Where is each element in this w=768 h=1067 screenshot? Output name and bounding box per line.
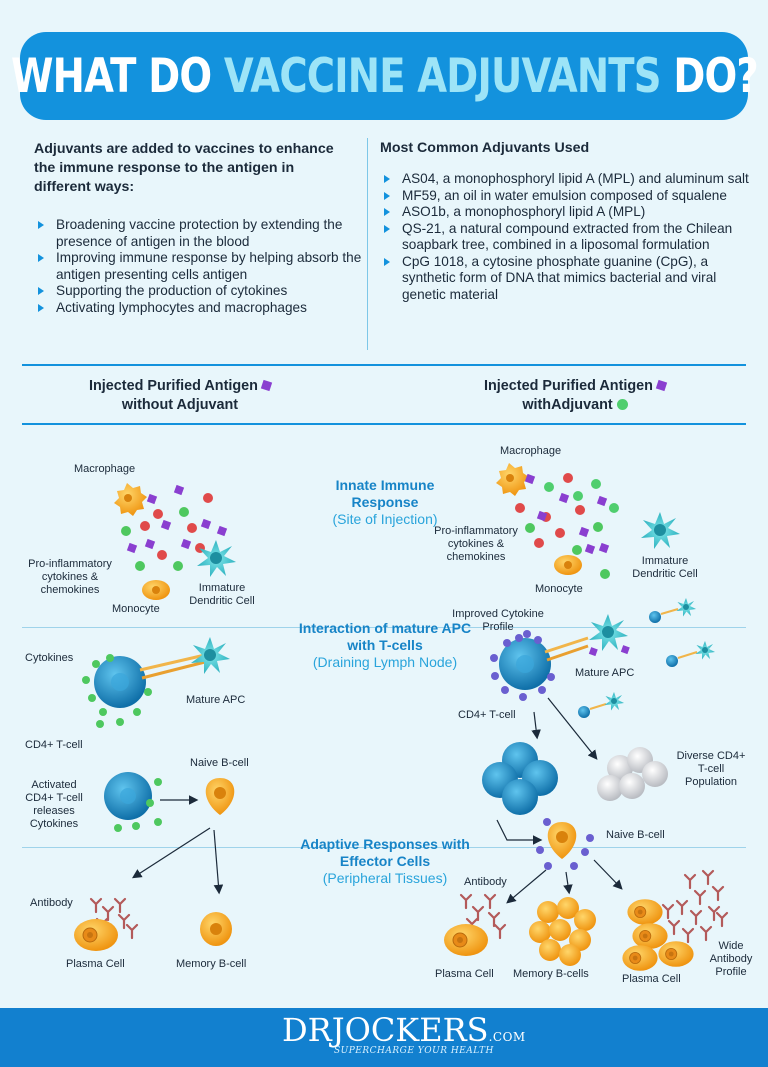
memory-b-cells-icon	[529, 897, 596, 966]
section-divider	[22, 847, 746, 848]
wide-antibody-icons	[661, 869, 729, 944]
label-naive-b: Naive B-cell	[190, 757, 249, 769]
section-divider	[22, 627, 746, 628]
label-plasma: Plasma Cell	[66, 958, 125, 970]
activated-cd4-icon	[104, 772, 152, 820]
list-item: Activating lymphocytes and macrophages	[34, 300, 364, 317]
label-plasma: Plasma Cell	[435, 968, 494, 980]
antigen-marks	[524, 473, 610, 555]
label-macrophage: Macrophage	[74, 463, 136, 475]
page-title: WHAT DO VACCINE ADJUVANTS DO?	[11, 53, 759, 100]
list-item: Improving immune response by helping abs…	[34, 250, 364, 283]
bullet-icon	[38, 303, 44, 312]
list-item: Supporting the production of cytokines	[34, 283, 364, 300]
adjuvants-list: AS04, a monophosphoryl lipid A (MPL) and…	[380, 171, 750, 303]
macrophage-icon	[496, 463, 529, 496]
cytokine-dots	[82, 654, 152, 728]
label-cytokines-chemokines: Pro-inflammatory cytokines & chemokines	[434, 525, 518, 563]
naive-b-cell-icon	[205, 778, 235, 815]
benefits-list: Broadening vaccine protection by extendi…	[34, 217, 364, 316]
title-banner: WHAT DO VACCINE ADJUVANTS DO?	[11, 32, 758, 120]
monocyte-icon	[142, 580, 170, 600]
label-diverse-cd4: Diverse CD4+ T-cell Population	[676, 750, 746, 788]
brand-logo[interactable]: DRJOCKERS.COM	[282, 1011, 526, 1049]
cytokine-dots	[114, 778, 162, 832]
antigen-marks	[126, 484, 228, 554]
label-cd4: CD4+ T-cell	[458, 709, 516, 721]
column-head-with: Injected Purified Antigen withAdjuvant	[440, 377, 710, 415]
bullet-icon	[38, 287, 44, 295]
bullet-icon	[384, 224, 390, 233]
dendritic-cell-icon	[641, 512, 680, 549]
label-antibody: Antibody	[30, 897, 73, 909]
intro-heading: Adjuvants are added to vaccines to enhan…	[34, 141, 334, 195]
label-cytokines: Cytokines	[25, 652, 74, 664]
list-item: QS-21, a natural compound extracted from…	[380, 221, 750, 254]
plasma-cell-icon	[443, 923, 489, 957]
column-head-without: Injected Purified Antigen without Adjuva…	[40, 377, 320, 415]
label-activated-cd4: Activated CD4+ T-cell releases Cytokines	[25, 779, 83, 830]
adjuvant-marks	[544, 479, 619, 513]
plasma-cell-icon	[73, 918, 119, 952]
list-item: ASO1b, a monophosphoryl lipid A (MPL)	[380, 204, 750, 221]
diverse-tcell-icon	[597, 747, 668, 801]
label-mature-apc: Mature APC	[575, 667, 635, 679]
label-monocyte: Monocyte	[112, 603, 160, 615]
label-monocyte: Monocyte	[535, 583, 583, 595]
label-wide-antibody: Wide Antibody Profile	[709, 940, 753, 978]
stage-interaction: Interaction of mature APC with T-cells (…	[298, 620, 472, 670]
divider-top	[22, 364, 746, 366]
apc-contact	[139, 653, 206, 680]
cytokine-dots	[490, 630, 555, 701]
list-item: AS04, a monophosphoryl lipid A (MPL) and…	[380, 171, 750, 188]
list-item: Broadening vaccine protection by extendi…	[34, 217, 364, 250]
bullet-icon	[38, 221, 44, 229]
naive-b-cell-icon	[547, 822, 577, 859]
footer-bar	[0, 1008, 768, 1067]
small-interaction-icons	[578, 598, 715, 718]
macrophage-icon	[114, 483, 147, 516]
label-cytokines-chemokines: Pro-inflammatory cytokines & chemokines	[28, 558, 112, 596]
cytokine-dots	[121, 493, 213, 571]
adjuvant-icon	[616, 399, 628, 410]
cytokine-dots	[515, 473, 610, 579]
stage-innate: Innate Immune Response (Site of Injectio…	[332, 477, 438, 527]
list-item: MF59, an oil in water emulsion composed …	[380, 188, 750, 205]
bullet-icon	[38, 254, 44, 262]
tcell-cluster-icon	[482, 742, 558, 815]
cd4-cell-icon	[499, 638, 551, 690]
common-adjuvants-heading: Most Common Adjuvants Used	[380, 140, 590, 156]
list-item: CpG 1018, a cytosine phosphate guanine (…	[380, 254, 750, 304]
divider-columns	[22, 423, 746, 425]
label-memory-b: Memory B-cell	[176, 958, 247, 970]
title-part-2: DO?	[660, 48, 758, 104]
cd4-cell-icon	[94, 656, 146, 708]
title-accent: VACCINE ADJUVANTS	[223, 48, 661, 104]
stage-adaptive: Adaptive Responses with Effector Cells (…	[300, 836, 470, 886]
label-improved-cytokine: Improved Cytokine Profile	[452, 608, 544, 633]
column-divider	[367, 138, 368, 350]
bullet-icon	[384, 257, 390, 266]
cytokine-dots	[536, 818, 594, 870]
apc-contact	[544, 636, 589, 662]
label-immature-dc: Immature Dendritic Cell	[189, 582, 255, 607]
label-cd4: CD4+ T-cell	[25, 739, 83, 751]
bullet-icon	[384, 175, 390, 183]
label-antibody: Antibody	[464, 876, 507, 888]
bullet-icon	[384, 208, 390, 216]
label-immature-dc: Immature Dendritic Cell	[632, 555, 698, 580]
label-naive-b: Naive B-cell	[606, 829, 665, 841]
label-plasma: Plasma Cell	[622, 973, 681, 985]
label-memory-bs: Memory B-cells	[513, 968, 589, 980]
monocyte-icon	[554, 555, 582, 575]
title-part-1: WHAT DO	[10, 48, 224, 104]
label-mature-apc: Mature APC	[186, 694, 246, 706]
mature-apc-icon	[589, 614, 628, 651]
brand-tagline: SUPERCHARGE YOUR HEALTH	[334, 1046, 494, 1056]
memory-b-cell-icon	[200, 912, 232, 946]
label-macrophage: Macrophage	[500, 445, 562, 457]
bullet-icon	[384, 191, 390, 200]
